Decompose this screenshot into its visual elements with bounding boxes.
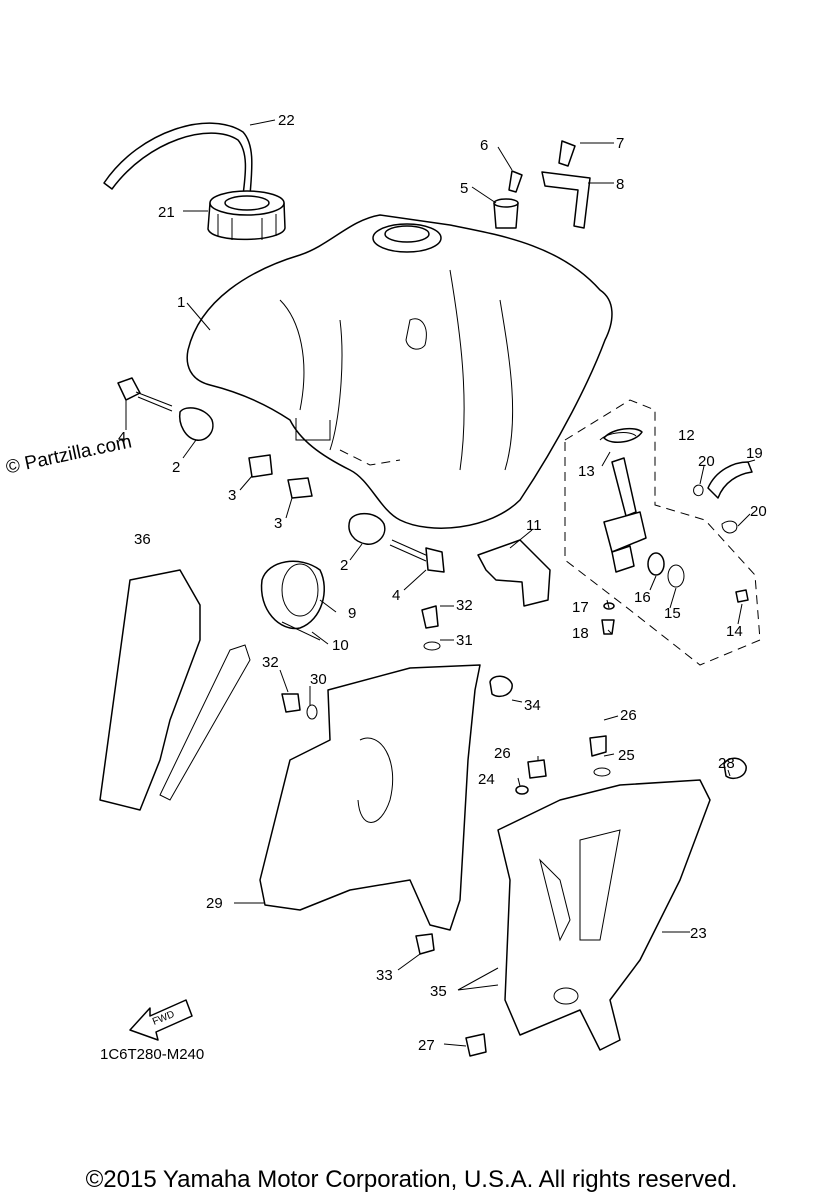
callout-33: 33 <box>376 967 393 984</box>
part-12-fuel-cock-assembly[interactable] <box>564 399 761 666</box>
part-29-panel-bracket[interactable] <box>259 664 481 931</box>
part-33-fastener[interactable] <box>415 933 435 955</box>
callout-17: 17 <box>572 599 589 616</box>
part-11-cover[interactable] <box>477 539 551 607</box>
part-21-fuel-cap[interactable] <box>207 190 286 241</box>
part-23-side-cover[interactable] <box>497 779 711 1051</box>
callout-13: 13 <box>578 463 595 480</box>
part-32-bolt-a[interactable] <box>421 605 439 629</box>
callout-20-a: 20 <box>698 453 715 470</box>
callout-16: 16 <box>634 589 651 606</box>
fwd-arrow-icon: FWD <box>129 999 193 1041</box>
part-20-clip-a[interactable] <box>693 484 704 497</box>
part-4-bolt-lower[interactable] <box>389 539 445 573</box>
part-15-o-ring[interactable] <box>667 564 685 588</box>
callout-36: 36 <box>134 531 151 548</box>
part-2-damper-upper[interactable] <box>178 407 214 441</box>
part-1-fuel-tank[interactable] <box>186 214 613 529</box>
part-4-bolt-upper[interactable] <box>117 377 173 412</box>
part-2-damper-lower[interactable] <box>348 512 386 545</box>
part-24-collar[interactable] <box>515 785 529 795</box>
callout-3-a: 3 <box>228 487 236 504</box>
callout-4-lower: 4 <box>392 587 400 604</box>
callout-27: 27 <box>418 1037 435 1054</box>
part-8-bracket[interactable] <box>541 171 591 229</box>
part-27-fastener[interactable] <box>465 1033 487 1057</box>
callout-4-upper: 4 <box>118 429 126 446</box>
callout-12: 12 <box>678 427 695 444</box>
part-16-filter[interactable] <box>647 552 665 576</box>
callout-32-b: 32 <box>262 654 279 671</box>
callout-9: 9 <box>348 605 356 622</box>
callout-1: 1 <box>177 294 185 311</box>
part-6-screw[interactable] <box>508 170 523 193</box>
callout-29: 29 <box>206 895 223 912</box>
callout-14: 14 <box>726 623 743 640</box>
part-5-collar[interactable] <box>493 198 519 229</box>
callout-2-upper: 2 <box>172 459 180 476</box>
part-32-bolt-b[interactable] <box>281 693 301 713</box>
part-9-strainer[interactable] <box>260 560 325 630</box>
part-14-screw[interactable] <box>735 589 749 603</box>
callout-32-a: 32 <box>456 597 473 614</box>
diagram-code: 1C6T280-M240 <box>100 1046 205 1063</box>
part-25-washer[interactable] <box>593 767 611 777</box>
part-31-washer[interactable] <box>423 641 441 651</box>
part-13-gasket[interactable] <box>599 432 637 441</box>
callout-3-b: 3 <box>274 515 282 532</box>
part-30-washer[interactable] <box>306 704 318 720</box>
callout-30: 30 <box>310 671 327 688</box>
callout-6: 6 <box>480 137 488 154</box>
part-7-screw[interactable] <box>558 140 576 167</box>
callout-8: 8 <box>616 176 624 193</box>
callout-26-b: 26 <box>494 745 511 762</box>
callout-21: 21 <box>158 204 175 221</box>
callout-26-a: 26 <box>620 707 637 724</box>
callout-31: 31 <box>456 632 473 649</box>
part-10-band[interactable] <box>281 621 321 641</box>
copyright-notice: ©2015 Yamaha Motor Corporation, U.S.A. A… <box>85 1166 738 1193</box>
callout-5: 5 <box>460 180 468 197</box>
part-3-collar-b[interactable] <box>287 477 313 499</box>
callout-35: 35 <box>430 983 447 1000</box>
callout-10: 10 <box>332 637 349 654</box>
callout-28: 28 <box>718 755 735 772</box>
part-22-breather-hose[interactable] <box>103 122 253 196</box>
callout-23: 23 <box>690 925 707 942</box>
part-18-screw[interactable] <box>601 619 615 635</box>
part-34-grommet[interactable] <box>489 675 513 698</box>
callout-24: 24 <box>478 771 495 788</box>
callout-25: 25 <box>618 747 635 764</box>
callout-labels: 22 21 1 6 7 5 8 4 2 3 3 2 4 11 12 13 20 … <box>118 112 767 1054</box>
part-19-hose[interactable] <box>707 461 753 499</box>
callout-11: 11 <box>526 517 542 534</box>
part-3-collar-a[interactable] <box>248 454 273 478</box>
callout-34: 34 <box>524 697 541 714</box>
part-36-decal[interactable] <box>99 569 251 811</box>
part-26-bolt-b[interactable] <box>527 759 547 779</box>
callout-7: 7 <box>616 135 624 152</box>
callout-18: 18 <box>572 625 589 642</box>
callout-19: 19 <box>746 445 763 462</box>
leader-lines <box>125 119 756 1047</box>
part-26-bolt-a[interactable] <box>589 735 607 757</box>
callout-20-b: 20 <box>750 503 767 520</box>
callout-22: 22 <box>278 112 295 129</box>
part-20-clip-b[interactable] <box>721 520 738 534</box>
callout-2-lower: 2 <box>340 557 348 574</box>
callout-15: 15 <box>664 605 681 622</box>
